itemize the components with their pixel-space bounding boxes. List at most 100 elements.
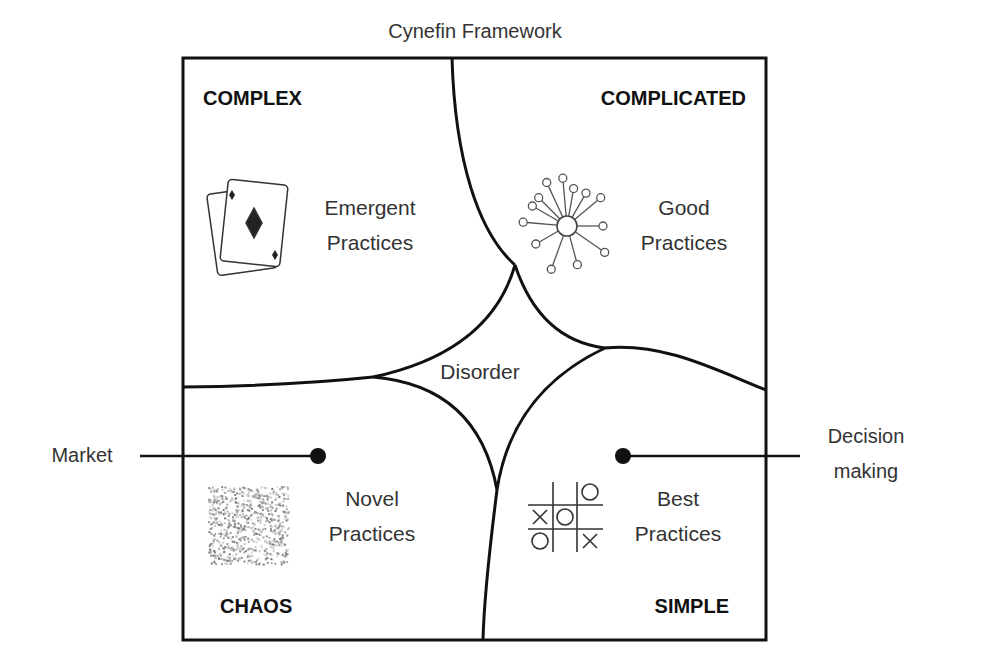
- noise-speck: [279, 525, 281, 527]
- noise-speck: [213, 561, 215, 563]
- network-spoke: [577, 225, 599, 226]
- noise-speck: [227, 511, 229, 513]
- noise-speck: [219, 553, 221, 555]
- noise-speck: [225, 532, 227, 534]
- noise-speck: [216, 540, 218, 542]
- card-diamond: [246, 208, 262, 238]
- noise-speck: [250, 519, 252, 521]
- card-pip: [229, 190, 235, 200]
- noise-speck: [281, 486, 283, 488]
- noise-speck: [270, 497, 272, 499]
- noise-speck: [229, 501, 231, 503]
- noise-speck: [236, 509, 238, 511]
- noise-speck: [241, 491, 243, 493]
- noise-speck: [249, 500, 251, 502]
- noise-speck: [287, 498, 289, 500]
- noise-speck: [231, 560, 233, 562]
- noise-speck: [231, 491, 233, 493]
- noise-speck: [255, 561, 257, 563]
- noise-speck: [218, 524, 220, 526]
- noise-speck: [241, 516, 243, 518]
- noise-speck: [243, 537, 245, 539]
- noise-speck: [217, 500, 219, 502]
- noise-speck: [237, 546, 239, 548]
- noise-speck: [235, 502, 237, 504]
- noise-speck: [216, 501, 218, 503]
- noise-speck: [216, 511, 218, 513]
- noise-speck: [223, 559, 225, 561]
- noise-speck: [284, 531, 286, 533]
- noise-speck: [287, 549, 289, 551]
- noise-speck: [241, 557, 243, 559]
- noise-speck: [278, 542, 280, 544]
- network-end: [582, 189, 590, 197]
- noise-speck: [286, 508, 288, 510]
- boundary: [483, 490, 497, 640]
- noise-speck: [216, 518, 218, 520]
- noise-speck: [282, 500, 284, 502]
- noise-speck: [274, 563, 276, 565]
- noise-speck: [267, 507, 269, 509]
- noise-speck: [213, 495, 215, 497]
- noise-speck: [274, 525, 276, 527]
- noise-speck: [232, 546, 234, 548]
- noise-speck: [275, 532, 277, 534]
- noise-speck: [218, 557, 220, 559]
- noise-speck: [230, 524, 232, 526]
- noise-speck: [280, 541, 282, 543]
- noise-speck: [236, 492, 238, 494]
- noise-speck: [236, 509, 238, 511]
- noise-speck: [270, 513, 272, 515]
- network-spoke: [553, 235, 564, 265]
- noise-speck: [234, 523, 236, 525]
- noise-speck: [274, 519, 276, 521]
- noise-speck: [266, 557, 268, 559]
- noise-speck: [282, 526, 284, 528]
- domain-practice: Disorder: [420, 354, 540, 389]
- noise-speck: [240, 505, 242, 507]
- noise-speck: [269, 504, 271, 506]
- noise-speck: [281, 536, 283, 538]
- noise-speck: [278, 518, 280, 520]
- noise-speck: [237, 530, 239, 532]
- noise-speck: [273, 547, 275, 549]
- noise-speck: [239, 557, 241, 559]
- noise-speck: [216, 491, 218, 493]
- noise-speck: [213, 491, 215, 493]
- noise-speck: [214, 525, 216, 527]
- noise-speck: [264, 540, 266, 542]
- noise-speck: [261, 531, 263, 533]
- noise-speck: [233, 488, 235, 490]
- noise-speck: [226, 530, 228, 532]
- noise-speck: [242, 486, 244, 488]
- noise-speck: [213, 521, 215, 523]
- noise-speck: [232, 512, 234, 514]
- noise-speck: [266, 535, 268, 537]
- noise-speck: [214, 551, 216, 553]
- noise-speck: [209, 549, 211, 551]
- noise-speck: [226, 504, 228, 506]
- noise-speck: [238, 538, 240, 540]
- noise-speck: [265, 487, 267, 489]
- noise-speck: [226, 560, 228, 562]
- noise-speck: [246, 522, 248, 524]
- network-end: [532, 240, 540, 248]
- noise-speck: [259, 561, 261, 563]
- noise-speck: [244, 543, 246, 545]
- noise-speck: [219, 495, 221, 497]
- noise-speck: [258, 539, 260, 541]
- noise-speck: [209, 509, 211, 511]
- simple-domain: SIMPLEBest Practices: [483, 348, 766, 640]
- noise-speck: [278, 527, 280, 529]
- network-end: [528, 202, 536, 210]
- noise-speck: [208, 531, 210, 533]
- noise-speck: [248, 491, 250, 493]
- noise-speck: [237, 506, 239, 508]
- domain-heading: COMPLEX: [203, 86, 302, 110]
- noise-speck: [222, 542, 224, 544]
- noise-speck: [250, 548, 252, 550]
- noise-speck: [285, 552, 287, 554]
- domain-practice: Best Practices: [618, 481, 738, 551]
- noise-speck: [261, 505, 263, 507]
